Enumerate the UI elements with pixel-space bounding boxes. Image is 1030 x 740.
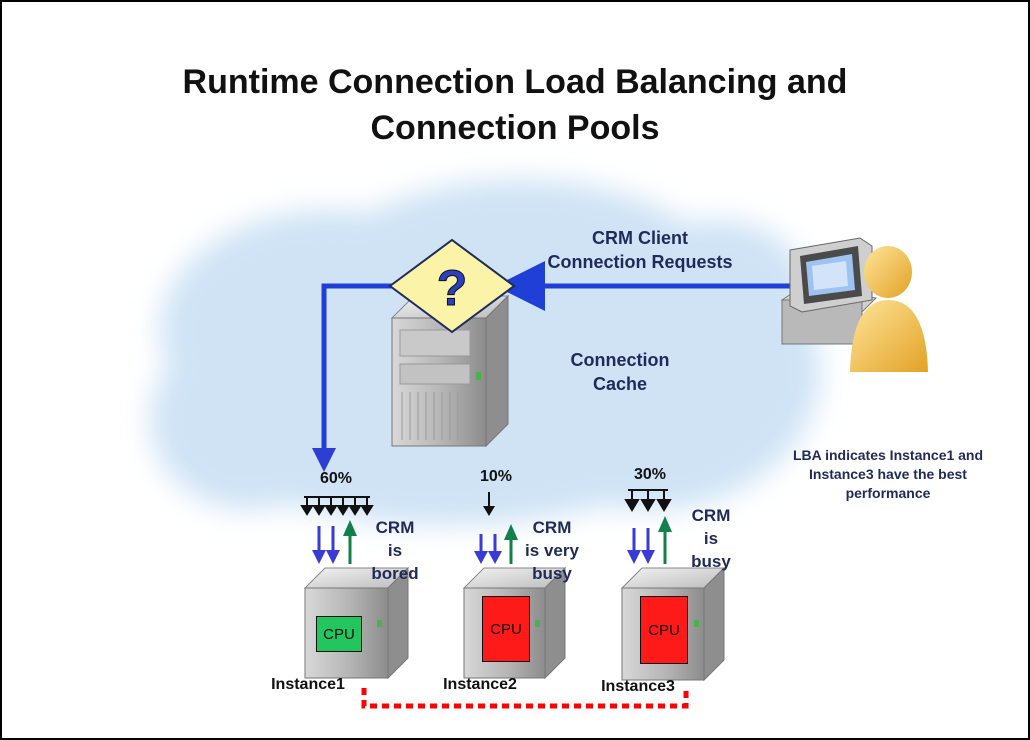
instance2-group (474, 492, 518, 564)
instance1-status-line3: bored (371, 564, 419, 583)
client-requests-label: CRM Client Connection Requests (520, 226, 760, 274)
instance1-server-icon (303, 566, 410, 680)
instance3-status-line3: busy (691, 552, 731, 571)
user-computer-icon (780, 237, 928, 372)
instance3-name: Instance3 (601, 678, 675, 695)
instance1-status-line1: CRM (375, 518, 415, 537)
lba-note: LBA indicates Instance1 and Instance3 ha… (792, 447, 984, 501)
instance1-status-line2: is (387, 541, 403, 560)
instance-interconnect (361, 688, 689, 709)
instance1-name: Instance1 (271, 676, 345, 693)
page-title-line1: Runtime Connection Load Balancing and (182, 63, 848, 101)
route-to-instance1-arrow (321, 283, 392, 450)
instance3-group (624, 489, 672, 564)
instance3-cpu-icon: CPU (640, 596, 688, 664)
instance1-percent: 60% (319, 470, 353, 487)
instance1-status: CRM is bored (360, 516, 430, 585)
instance2-status-line3: busy (532, 564, 572, 583)
client-requests-line2: Connection Requests (547, 252, 733, 272)
instance1-cpu-icon: CPU (316, 616, 362, 652)
instance1-group (300, 496, 374, 564)
instance3-status-line1: CRM (691, 506, 731, 525)
instance3-status-line2: is (703, 529, 719, 548)
instance1-cpu-label: CPU (323, 625, 355, 643)
instance2-name: Instance2 (443, 676, 517, 693)
cache-line2: Cache (592, 374, 648, 394)
instance2-status-line2: is very (525, 541, 579, 560)
page-title-line2: Connection Pools (370, 109, 660, 147)
question-diamond-icon: ? (388, 238, 516, 334)
cache-line1: Connection (570, 350, 670, 370)
client-requests-line1: CRM Client (592, 228, 688, 248)
instance2-status: CRM is very busy (512, 516, 592, 585)
instance3-percent: 30% (633, 466, 667, 483)
instance2-status-line1: CRM (532, 518, 572, 537)
instance3-cpu-label: CPU (648, 621, 680, 639)
decision-symbol: ? (437, 260, 468, 316)
instance3-status: CRM is busy (676, 504, 746, 573)
instance2-cpu-label: CPU (490, 620, 522, 638)
instance2-cpu-icon: CPU (482, 596, 530, 662)
connection-cache-label: Connection Cache (540, 348, 700, 396)
instance2-percent: 10% (479, 468, 513, 485)
